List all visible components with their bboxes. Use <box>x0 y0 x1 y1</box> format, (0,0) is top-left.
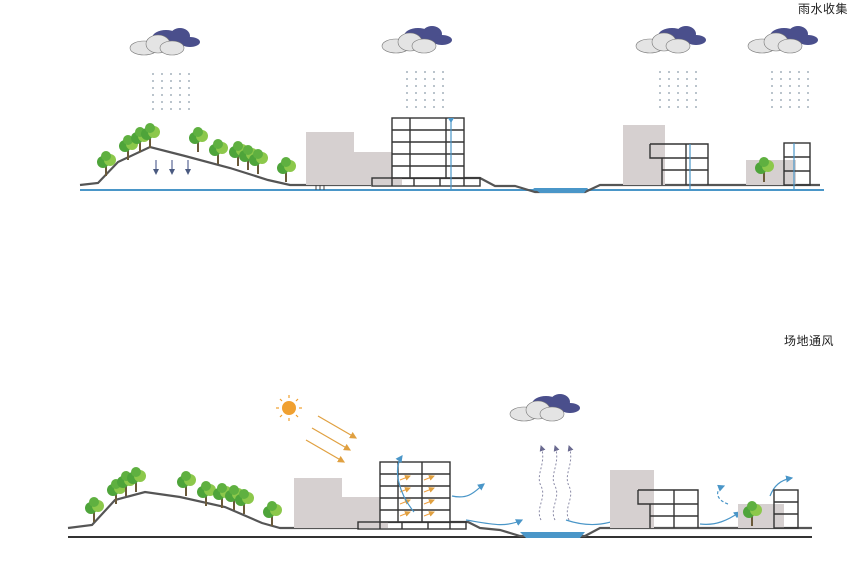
rain-drops <box>771 71 809 108</box>
cloud-icon <box>635 25 707 54</box>
tree-icon <box>189 127 208 152</box>
tree-icon <box>97 151 116 176</box>
cloud-icon <box>381 25 453 54</box>
rain-drops <box>152 73 190 110</box>
tree-icon <box>263 501 282 526</box>
tree-icon <box>141 123 160 148</box>
rain-drops <box>659 71 697 108</box>
cloud-icon <box>509 393 581 422</box>
tree-icon <box>177 471 196 496</box>
building-block <box>623 125 665 185</box>
building-block <box>294 478 342 528</box>
sun-rays <box>305 415 358 463</box>
wind-arrows <box>395 455 794 526</box>
building-block <box>306 132 354 185</box>
site-ventilation-title: 场地通风 <box>783 334 834 348</box>
building-central <box>371 117 481 187</box>
sun-icon <box>276 395 302 421</box>
evaporation-lines <box>538 445 574 521</box>
site-ventilation-section <box>67 393 812 538</box>
water-channel <box>520 532 585 538</box>
tree-icon <box>85 497 104 522</box>
cloud-icon <box>129 27 201 56</box>
building-far-right <box>773 489 799 529</box>
tree-icon <box>277 157 296 182</box>
rain-collection-section <box>79 25 824 194</box>
rain-collection-title: 雨水收集 <box>797 2 848 16</box>
tree-icon <box>209 139 228 164</box>
heat-arrows <box>399 475 435 517</box>
water-channel <box>533 188 588 193</box>
cloud-icon <box>747 25 819 54</box>
building-central <box>357 461 467 530</box>
building-right <box>637 489 699 528</box>
building-far-right <box>783 142 811 186</box>
building-block <box>610 470 654 528</box>
building-right <box>649 143 709 185</box>
tree-icon <box>127 467 146 492</box>
infiltration-arrows <box>153 160 191 175</box>
rain-drops <box>406 71 444 108</box>
